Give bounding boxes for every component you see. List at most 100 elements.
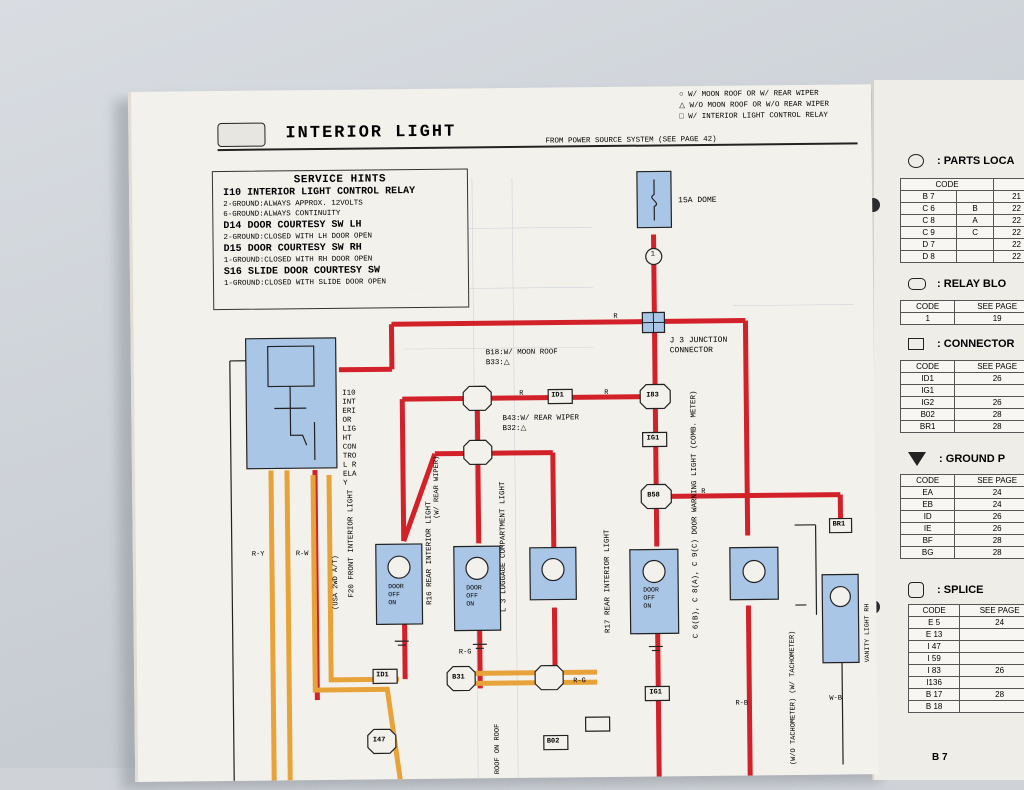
square-icon (908, 338, 924, 350)
label-i47: I47 (373, 736, 386, 744)
label-b31: B31 (452, 674, 465, 682)
wire-label-rg: R-G (573, 677, 586, 685)
wire-label-rg: R-G (459, 648, 472, 656)
table-row: E 13 (909, 629, 1024, 641)
bulb-icon (388, 556, 410, 578)
label-br1: BR1 (833, 521, 846, 529)
splice-heading: : SPLICE (908, 582, 984, 598)
light-units (376, 539, 859, 667)
connector-heading: : CONNECTOR (908, 338, 1014, 350)
relay-block-title: RELAY BLO (944, 278, 1006, 290)
moon-roof-note: B18:W/ MOON ROOF B33:△ (486, 347, 576, 368)
connector-title: CONNECTOR (944, 338, 1015, 350)
parts-location-heading: : PARTS LOCA (908, 154, 1014, 168)
table-row: I 59 (909, 653, 1024, 665)
label-ig1-low: IG1 (649, 688, 662, 696)
label-b58: B58 (647, 491, 660, 499)
page-footer: B 7 (932, 752, 948, 763)
bulb-icon (466, 557, 488, 579)
ground-heading: : GROUND P (908, 452, 1005, 466)
splice-mid (535, 665, 563, 689)
rear-wiper-note: B43:W/ REAR WIPER B32:△ (502, 413, 598, 434)
component-vanity: VANITY LIGHT RH (863, 604, 871, 663)
octagon-icon (908, 582, 924, 598)
manual-page: INTERIOR LIGHT ○ W/ MOON ROOF OR W/ REAR… (128, 84, 878, 782)
table-row: I136 (909, 677, 1024, 689)
wires-red (313, 233, 844, 780)
wire-label-wb: W-B (829, 695, 842, 703)
table-row: B 18 (909, 701, 1024, 713)
roof-label: ROOF ON ROOF (494, 724, 503, 775)
bulb-icon (643, 560, 665, 582)
ground-title: GROUND P (946, 453, 1005, 465)
bulb-icon (542, 558, 564, 580)
wire-label-r: R (604, 389, 608, 397)
junction-label: J 3 JUNCTION CONNECTOR (670, 336, 736, 357)
tach-label: (W/O TACHOMETER) (W/ TACHOMETER) (789, 631, 798, 766)
wire-label-r: R (613, 313, 617, 321)
label-id1: ID1 (551, 391, 564, 399)
fuse-label: 15A DOME (678, 196, 718, 205)
ground-symbols (395, 638, 663, 653)
wire-label-r: R (701, 488, 705, 496)
label-b02: B02 (547, 738, 560, 746)
table-row: IG1 (901, 385, 1024, 397)
label-1: 1 (651, 250, 655, 258)
circle-icon (908, 154, 924, 168)
triangle-icon (908, 452, 926, 466)
hint-line: 1-GROUND:CLOSED WITH SLIDE DOOR OPEN (214, 276, 468, 289)
wire-label-rw: R-W (296, 550, 309, 558)
component-r17: R17 REAR INTERIOR LIGHT (604, 529, 613, 633)
label-i83: I83 (646, 391, 659, 399)
label-id1-low: ID1 (376, 671, 389, 679)
relay-label: I10 INTERIOR LIGHT CONTROL RELAY (342, 390, 357, 489)
wire-label-rb: R-B (735, 700, 748, 708)
bulb-icon (743, 560, 765, 582)
wire-label-ry: R-Y (252, 551, 265, 559)
component-l3: L 3 LUGGAGE COMPARTMENT LIGHT (499, 481, 508, 612)
relay-block-heading: : RELAY BLO (908, 278, 1006, 290)
label-ig1: IG1 (647, 434, 660, 442)
parts-location-title: PARTS LOCA (944, 155, 1015, 167)
splice-rear-wiper (464, 440, 492, 464)
rear-wiper-label: (W/ REAR WIPER) (433, 456, 442, 519)
bulb-icon (830, 586, 850, 606)
rounded-rect-icon (908, 278, 926, 290)
table-row: I 47 (909, 641, 1024, 653)
connector-id1-right (586, 717, 610, 731)
splice-title: SPLICE (944, 584, 984, 596)
splice-moon-roof (463, 386, 491, 410)
component-f20: F20 FRONT INTERIOR LIGHT (347, 490, 356, 598)
usa-note: (USA 2WD A/T) (332, 555, 341, 610)
service-hints-box: SERVICE HINTS I10 INTERIOR LIGHT CONTROL… (212, 168, 469, 310)
